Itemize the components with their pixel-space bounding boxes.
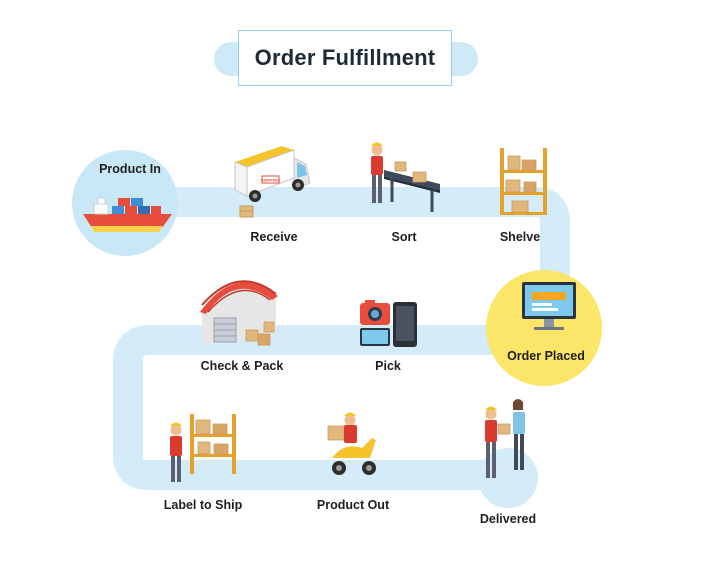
label-worker-icon bbox=[170, 414, 236, 482]
title-banner: Order Fulfillment bbox=[214, 30, 478, 88]
step-label-pick: Pick bbox=[375, 359, 401, 373]
step-label-sort: Sort bbox=[391, 230, 417, 244]
step-label-check-pack: Check & Pack bbox=[200, 359, 284, 373]
flow-path bbox=[110, 187, 570, 490]
conveyor-worker-icon bbox=[371, 142, 440, 212]
step-label-order-placed: Order Placed bbox=[507, 349, 585, 363]
delivery-van-icon: SHIPPING bbox=[234, 146, 311, 218]
cargo-ship-icon bbox=[83, 197, 172, 232]
step-label-delivered: Delivered bbox=[479, 512, 537, 526]
warehouse-icon bbox=[200, 280, 278, 346]
van-stamp-text: SHIPPING bbox=[261, 178, 280, 183]
step-label-product-out: Product Out bbox=[316, 498, 390, 512]
title-box: Order Fulfillment bbox=[238, 30, 452, 86]
step-label-shelve: Shelve bbox=[499, 230, 541, 244]
shelf-boxes-icon bbox=[500, 148, 547, 215]
step-label-product-in: Product In bbox=[99, 162, 161, 176]
step-label-label-to-ship: Label to Ship bbox=[163, 498, 243, 512]
step-label-receive: Receive bbox=[250, 230, 298, 244]
computer-order-icon bbox=[522, 282, 576, 330]
camera-phone-icon bbox=[360, 300, 417, 347]
customer-handoff-icon bbox=[485, 399, 525, 478]
scooter-courier-icon bbox=[327, 412, 376, 475]
page-title: Order Fulfillment bbox=[254, 45, 436, 70]
